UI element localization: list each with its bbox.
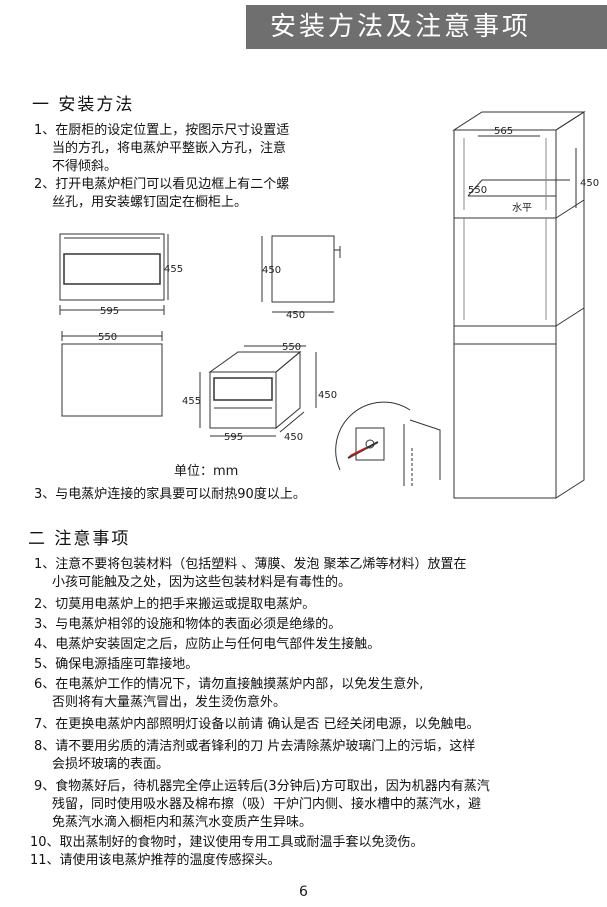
item-text: 确保电源插座可靠接地。 [55, 657, 199, 672]
item-text: 否则将有大量蒸汽冒出，发生烫伤意外。 [52, 695, 287, 710]
item-text: 电蒸炉安装固定之后，应防止与任何电气部件发生接触。 [55, 637, 381, 652]
item-text: 会损坏玻璃的表面。 [52, 757, 170, 772]
item-number: 1、 [34, 123, 56, 138]
section2-title: 二 注意事项 [28, 529, 131, 549]
item-text: 请不要用劣质的清洁剂或者锋利的刀 片去清除蒸炉玻璃门上的污垢，这样 [55, 739, 476, 754]
item-number: 8、 [34, 739, 56, 754]
item-text: 残留，同时使用吸水器及棉布擦（吸）干炉门内侧、接水槽中的蒸汽水，避 [52, 797, 482, 812]
item-text: 丝孔，用安装螺钉固定在橱柜上。 [52, 195, 248, 210]
install-item-3: 3、与电蒸炉连接的家具要可以耐热90度以上。 [34, 486, 306, 504]
screw-detail-diagram [335, 401, 441, 486]
page-header: 安装方法及注意事项 [246, 5, 607, 49]
page-number: 6 [299, 884, 308, 900]
notice-item-5: 5、确保电源插座可靠接地。 [34, 656, 198, 674]
dim-front-height: 455 [164, 264, 183, 275]
side-view-diagram [261, 235, 341, 313]
item-number: 10、 [30, 835, 60, 850]
item-number: 9、 [34, 779, 56, 794]
item-text: 在电蒸炉工作的情况下，请勿直接触摸蒸炉内部，以免发生意外, [55, 677, 424, 692]
dim-iso-height-right: 450 [318, 390, 337, 401]
dim-iso-width: 550 [282, 342, 301, 353]
notice-item-9: 9、食物蒸好后，待机器完全停止运转后(3分钟后)方可取出，因为机器内有蒸汽 残留… [34, 778, 490, 832]
notice-item-2: 2、切莫用电蒸炉上的把手来搬运或提取电蒸炉。 [34, 596, 315, 614]
item-number: 4、 [34, 637, 56, 652]
dim-side-depth: 450 [286, 310, 305, 321]
item-number: 11、 [30, 853, 60, 868]
notice-item-4: 4、电蒸炉安装固定之后，应防止与任何电气部件发生接触。 [34, 636, 380, 654]
item-text: 取出蒸制好的食物时，建议使用专用工具或耐温手套以免烫伤。 [59, 835, 424, 850]
item-number: 1、 [34, 557, 56, 572]
installation-diagrams: 455 595 450 450 550 550 455 450 595 450 [59, 111, 599, 499]
install-item-1: 1、在厨柜的设定位置上，按图示尺寸设置适 当的方孔，将电蒸炉平整嵌入方孔，注意 … [34, 122, 289, 176]
item-number: 6、 [34, 677, 56, 692]
cabinet-diagram [452, 111, 586, 499]
item-text: 在厨柜的设定位置上，按图示尺寸设置适 [55, 123, 290, 138]
item-number: 3、 [34, 617, 56, 632]
dim-front-width: 595 [100, 306, 119, 317]
dim-side-height: 450 [262, 265, 281, 276]
notice-item-8: 8、请不要用劣质的清洁剂或者锋利的刀 片去清除蒸炉玻璃门上的污垢，这样 会损坏玻… [34, 738, 475, 774]
notice-item-7: 7、在更换电蒸炉内部照明灯设备以前请 确认是否 已经关闭电源，以免触电。 [34, 716, 480, 734]
screw-icon [349, 447, 367, 457]
dim-top-width: 550 [98, 332, 117, 343]
item-number: 2、 [34, 177, 56, 192]
item-text: 免蒸汽水滴入橱柜内和蒸汽水变质产生异味。 [52, 815, 313, 830]
level-label: 水平 [512, 202, 532, 214]
front-view-diagram [59, 233, 169, 315]
notice-item-6: 6、在电蒸炉工作的情况下，请勿直接触摸蒸炉内部，以免发生意外, 否则将有大量蒸汽… [34, 676, 423, 712]
dim-iso-depth: 450 [284, 432, 303, 443]
notice-item-1: 1、注意不要将包装材料（包括塑料 、薄膜、发泡 聚苯乙烯等材料）放置在 小孩可能… [34, 556, 467, 592]
notice-item-10: 10、取出蒸制好的食物时，建议使用专用工具或耐温手套以免烫伤。 [30, 834, 424, 852]
item-text: 与电蒸炉连接的家具要可以耐热90度以上。 [55, 487, 306, 502]
isometric-diagram [199, 345, 317, 437]
item-text: 食物蒸好后，待机器完全停止运转后(3分钟后)方可取出，因为机器内有蒸汽 [55, 779, 490, 794]
item-text: 请使用该电蒸炉推荐的温度传感探头。 [59, 853, 281, 868]
item-text: 不得倾斜。 [52, 159, 118, 174]
dim-iso-front: 595 [224, 432, 243, 443]
install-item-2: 2、打开电蒸炉柜门可以看见边框上有二个螺 丝孔，用安装螺钉固定在橱柜上。 [34, 176, 289, 212]
top-view-diagram [61, 331, 163, 417]
item-number: 2、 [34, 597, 56, 612]
item-text: 注意不要将包装材料（包括塑料 、薄膜、发泡 聚苯乙烯等材料）放置在 [55, 557, 467, 572]
section1-title: 一 安装方法 [32, 95, 135, 115]
dim-cab-height: 450 [580, 178, 599, 189]
unit-label: 单位：mm [174, 464, 239, 479]
item-text: 切莫用电蒸炉上的把手来搬运或提取电蒸炉。 [55, 597, 316, 612]
item-number: 5、 [34, 657, 56, 672]
dim-cab-width: 565 [494, 126, 513, 137]
item-text: 当的方孔，将电蒸炉平整嵌入方孔，注意 [52, 141, 287, 156]
item-number: 7、 [34, 717, 56, 732]
item-text: 打开电蒸炉柜门可以看见边框上有二个螺 [55, 177, 290, 192]
dim-cab-depth: 550 [468, 185, 487, 196]
notice-item-3: 3、与电蒸炉相邻的设施和物体的表面必须是绝缘的。 [34, 616, 341, 634]
dim-iso-height-left: 455 [182, 396, 201, 407]
item-text: 与电蒸炉相邻的设施和物体的表面必须是绝缘的。 [55, 617, 342, 632]
item-text: 小孩可能触及之处，因为这些包装材料是有毒性的。 [52, 575, 352, 590]
item-text: 在更换电蒸炉内部照明灯设备以前请 确认是否 已经关闭电源，以免触电。 [55, 717, 480, 732]
item-number: 3、 [34, 487, 56, 502]
notice-item-11: 11、请使用该电蒸炉推荐的温度传感探头。 [30, 852, 281, 870]
